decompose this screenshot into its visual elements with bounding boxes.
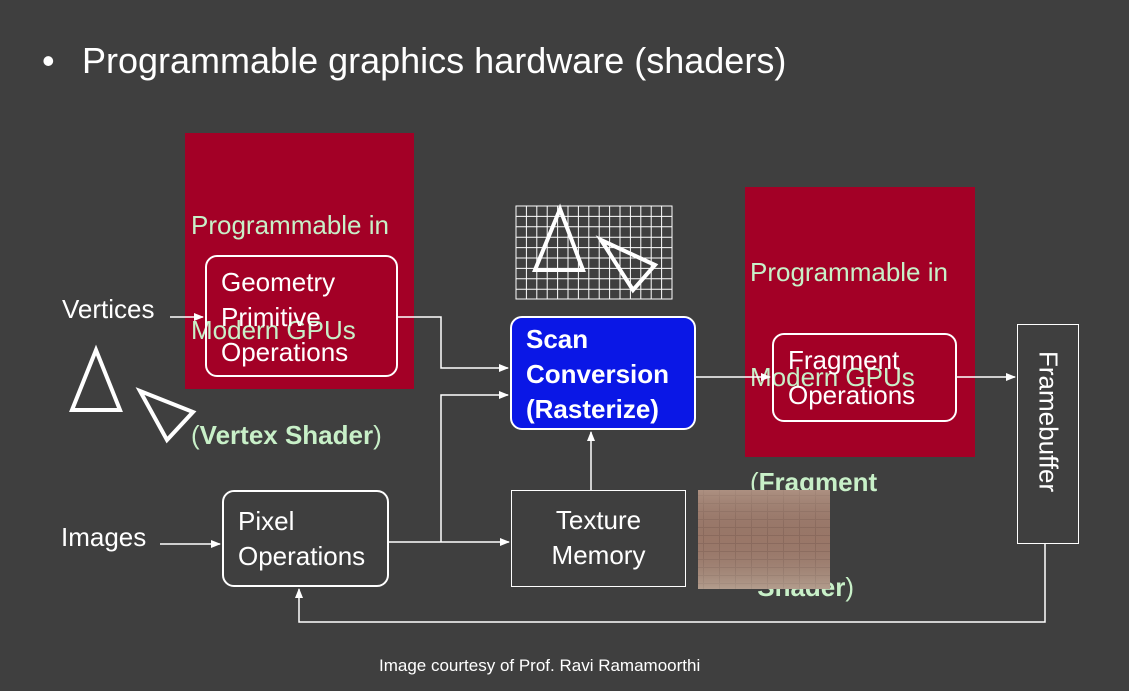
vertices-label: Vertices	[62, 294, 155, 324]
scan-line3: (Rasterize)	[526, 394, 659, 424]
raster-grid	[515, 205, 673, 300]
texture-memory-box: Texture Memory	[511, 490, 686, 587]
arrow-geometry-to-scan	[398, 316, 509, 372]
image-caption: Image courtesy of Prof. Ravi Ramamoorthi	[379, 656, 701, 675]
images-label: Images	[61, 522, 147, 552]
scan-line1: Scan	[526, 324, 589, 354]
arrow-pixel-to-scan	[440, 391, 509, 542]
bullet: •	[42, 40, 55, 81]
fragment-operations-box: Fragment Operations	[772, 333, 957, 422]
framebuffer-label: Framebuffer	[1033, 351, 1064, 493]
texture-image	[698, 490, 830, 589]
fragment-line2: Operations	[788, 380, 916, 410]
slide-title: • Programmable graphics hardware (shaders…	[42, 40, 786, 82]
raster-triangle-small	[595, 235, 659, 294]
scan-conversion-box: Scan Conversion (Rasterize)	[510, 316, 696, 430]
vertex-triangle-large	[69, 344, 123, 412]
fragment-line1: Fragment	[788, 345, 900, 375]
texture-line1: Texture	[555, 505, 642, 535]
vertex-panel-line3: (Vertex Shader)	[191, 420, 382, 450]
fragment-shader-panel: Programmable in Modern GPUs (Fragment Sh…	[745, 187, 975, 602]
pixel-line2: Operations	[238, 541, 366, 571]
vertex-panel-line1: Programmable in	[191, 210, 389, 240]
framebuffer-box: Framebuffer	[1017, 324, 1079, 544]
scan-line2: Conversion	[526, 359, 670, 389]
pixel-line1: Pixel	[238, 506, 295, 536]
geometry-line2: Primitive	[221, 302, 321, 332]
geometry-line1: Geometry	[221, 267, 336, 297]
pixel-operations-box: Pixel Operations	[222, 490, 389, 587]
vertex-shader-label: Vertex Shader	[199, 420, 374, 450]
texture-line2: Memory	[551, 540, 646, 570]
fragment-panel-line1: Programmable in	[750, 257, 948, 287]
geometry-line3: Operations	[221, 337, 349, 367]
arrow-framebuffer-to-pixel	[295, 544, 1046, 623]
raster-triangle-large	[532, 203, 586, 272]
geometry-primitive-operations-box: Geometry Primitive Operations	[205, 255, 398, 377]
slide-title-text: Programmable graphics hardware (shaders)	[82, 40, 787, 81]
vertex-triangle-small	[135, 387, 197, 444]
